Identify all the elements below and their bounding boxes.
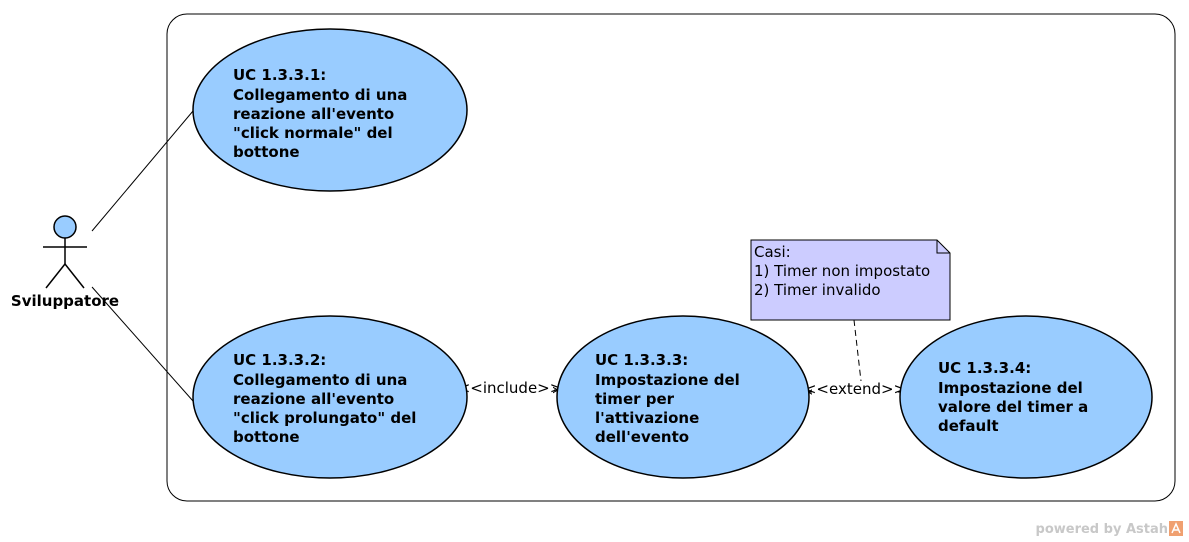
note-casi[interactable]: Casi: 1) Timer non impostato 2) Timer in…	[750, 239, 951, 321]
uc3-line-3: l'attivazione	[595, 409, 699, 427]
note-fold	[936, 240, 950, 254]
use-case-ellipse	[556, 315, 810, 479]
uc4-line-2: valore del timer a	[938, 398, 1088, 416]
use-case-uc3[interactable]: UC 1.3.3.3: Impostazione del timer per l…	[556, 315, 810, 479]
uc2-line-1: Collegamento di una	[233, 371, 407, 389]
use-case-uc4[interactable]: UC 1.3.3.4: Impostazione del valore del …	[899, 315, 1153, 479]
uc1-line-1: Collegamento di una	[233, 86, 407, 104]
actor-right-leg	[64, 263, 85, 289]
uc3-line-0: UC 1.3.3.3:	[595, 351, 688, 369]
uc1-line-4: bottone	[233, 143, 300, 161]
uc4-line-1: Impostazione del	[938, 379, 1083, 397]
uc2-line-0: UC 1.3.3.2:	[233, 351, 326, 369]
uc3-line-4: dell'evento	[595, 428, 689, 446]
actor-left-leg	[45, 263, 66, 289]
uc2-line-3: "click prolungato" del	[233, 409, 416, 427]
use-case-ellipse	[192, 315, 468, 479]
note-line-1: 1) Timer non impostato	[754, 262, 930, 280]
astah-logo-icon	[1169, 521, 1183, 536]
uc1-line-3: "click normale" del	[233, 124, 393, 142]
include-label-bg	[467, 379, 553, 397]
actor-head	[53, 215, 77, 239]
note-shape	[750, 239, 951, 321]
uc1-line-2: reazione all'evento	[233, 105, 394, 123]
association-actor-uc2	[91, 286, 194, 402]
actor-name: Sviluppatore	[11, 292, 119, 310]
extend-label: <<extend>>	[804, 380, 906, 398]
uc1-line-0: UC 1.3.3.1:	[233, 66, 326, 84]
uc3-line-1: Impostazione del	[595, 371, 740, 389]
powered-by-label: powered by Astah	[1036, 522, 1168, 537]
actor-sviluppatore[interactable]: Sviluppatore	[11, 215, 119, 310]
use-case-uc2[interactable]: UC 1.3.3.2: Collegamento di una reazione…	[192, 315, 468, 479]
uc4-line-0: UC 1.3.3.4:	[938, 359, 1031, 377]
use-case-ellipse	[899, 315, 1153, 479]
extend-label-bg	[812, 380, 898, 398]
uc2-line-4: bottone	[233, 428, 300, 446]
uc2-line-2: reazione all'evento	[233, 390, 394, 408]
use-case-uc1[interactable]: UC 1.3.3.1: Collegamento di una reazione…	[192, 28, 468, 192]
uc4-line-3: default	[938, 417, 999, 435]
note-line-0: Casi:	[754, 243, 791, 261]
note-line-2: 2) Timer invalido	[754, 281, 881, 299]
uc3-line-2: timer per	[595, 390, 675, 408]
use-case-ellipse	[192, 28, 468, 192]
association-actor-uc1	[91, 110, 194, 232]
note-anchor	[853, 319, 862, 382]
include-label: <<include>>	[458, 379, 563, 397]
